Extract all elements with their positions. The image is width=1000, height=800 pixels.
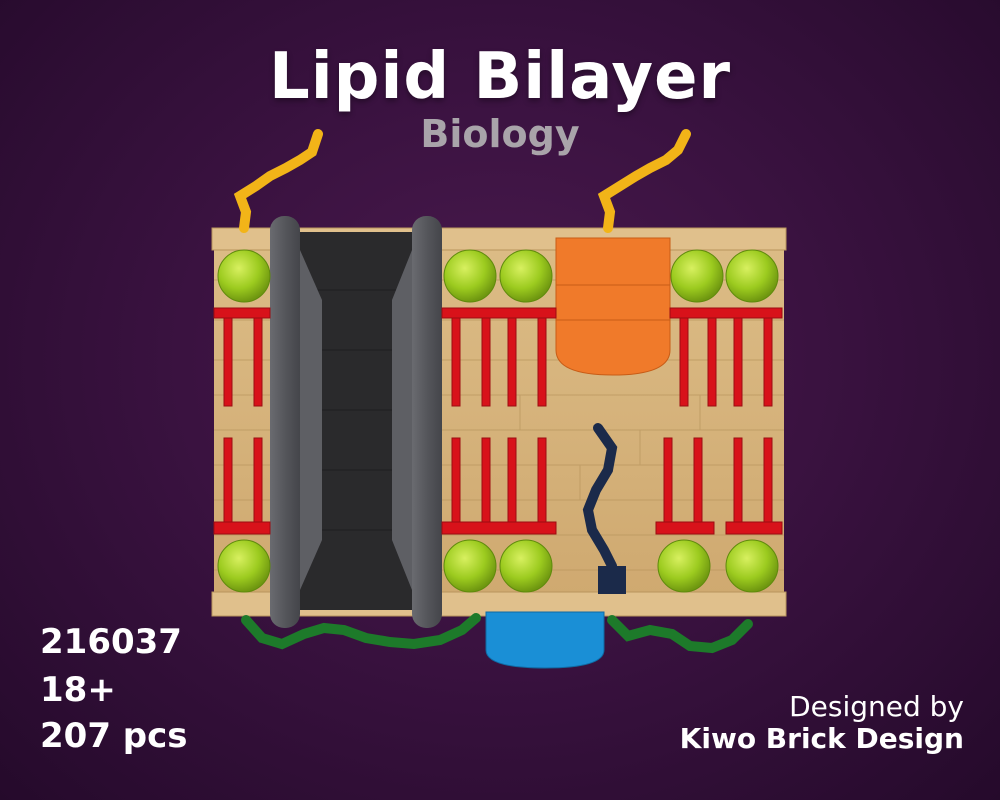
lipid-head <box>217 249 271 303</box>
lipid-head <box>657 539 711 593</box>
glycan-chain-right <box>597 129 691 233</box>
age-rating: 18+ <box>40 670 116 710</box>
designer-name: Kiwo Brick Design <box>679 722 964 755</box>
designer-label: Designed by <box>789 690 964 723</box>
lower-leaflet <box>213 437 783 593</box>
lipid-head <box>725 249 779 303</box>
orange-protein <box>555 237 671 376</box>
channel-wall-right <box>392 216 442 628</box>
lipid-head <box>443 539 497 593</box>
lipid-head <box>499 539 553 593</box>
lipid-head <box>217 539 271 593</box>
channel-wall-left <box>270 216 322 628</box>
lipid-head <box>443 249 497 303</box>
piece-count: 207 pcs <box>40 716 188 756</box>
page-title: Lipid Bilayer <box>268 40 732 114</box>
upper-leaflet <box>213 249 783 407</box>
lipid-head <box>499 249 553 303</box>
cholesterol-chain <box>582 423 618 571</box>
set-number: 216037 <box>40 622 182 662</box>
green-chain-right <box>607 615 753 654</box>
green-chain-left <box>241 613 481 650</box>
blue-protein <box>485 611 605 669</box>
glycan-chain-left <box>233 129 323 233</box>
lipid-head <box>670 249 724 303</box>
cholesterol-base <box>598 566 626 594</box>
page-subtitle: Biology <box>420 112 580 156</box>
lipid-head <box>725 539 779 593</box>
